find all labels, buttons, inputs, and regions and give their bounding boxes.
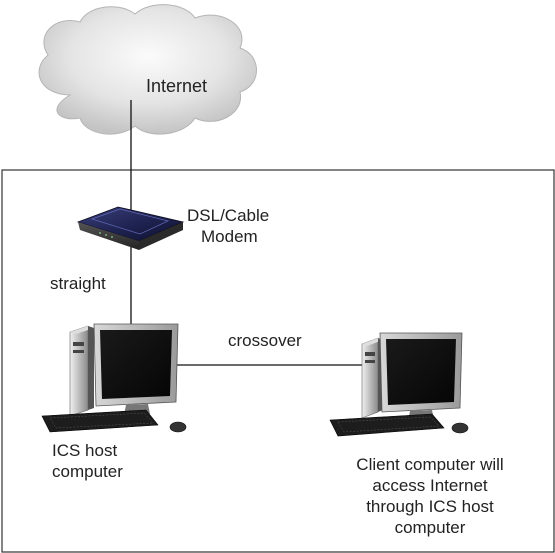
modem-icon (76, 206, 185, 250)
host-computer-label: ICS host computer (52, 440, 123, 482)
host-mouse-icon (169, 421, 187, 433)
client-label-line: access Internet (372, 476, 488, 495)
client-keyboard-icon (329, 413, 445, 437)
network-boundary (1, 169, 555, 553)
modem-label-line: DSL/Cable (187, 206, 270, 225)
client-mouse-icon (451, 422, 469, 434)
host-tower-icon (69, 325, 94, 417)
client-monitor-icon (379, 332, 463, 421)
client-computer-icon (329, 332, 469, 437)
client-computer-label: Client computer will access Internet thr… (330, 454, 530, 538)
straight-cable-label: straight (50, 274, 106, 293)
client-tower-icon (361, 337, 383, 419)
client-label-line: through ICS host (366, 497, 494, 516)
client-label-line: Client computer will (356, 455, 504, 474)
host-label-line: computer (52, 462, 123, 481)
internet-label: Internet (146, 76, 208, 96)
crossover-cable-label: crossover (228, 331, 302, 350)
modem-label: DSL/Cable Modem (187, 205, 269, 247)
host-keyboard-icon (41, 409, 159, 433)
internet-cloud-icon (38, 4, 257, 135)
client-label-line: computer (394, 518, 466, 537)
host-label-line: ICS host (52, 441, 118, 460)
host-computer-icon (41, 323, 187, 433)
modem-label-line: Modem (201, 227, 258, 246)
host-monitor-icon (93, 323, 179, 415)
